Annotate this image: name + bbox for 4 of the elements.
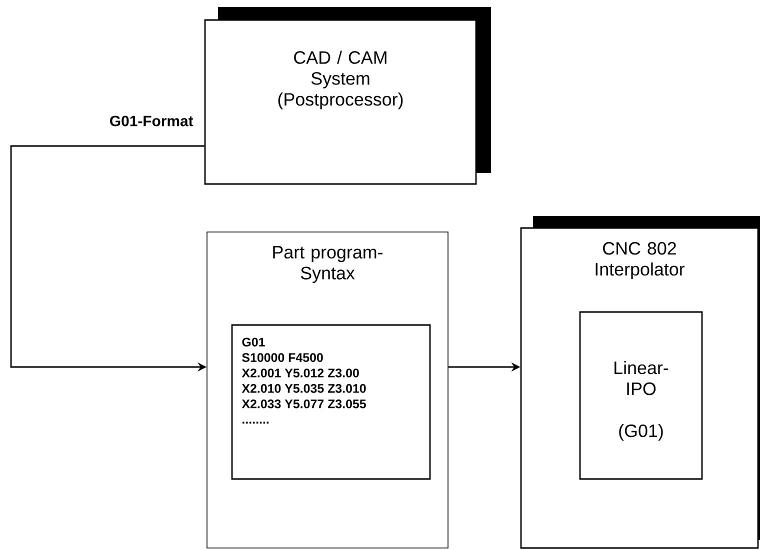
- code-box: G01 S10000 F4500 X2.001 Y5.012 Z3.00 X2.010 Y5.035 Z3.010 X2.033 Y5.077 Z3.055 ........: [231, 324, 431, 480]
- edge-label: G01-Format: [110, 116, 194, 126]
- module-box: Linear- IPO (G01): [579, 311, 703, 480]
- system-box: CAD / CAM System (Postprocessor): [204, 7, 491, 185]
